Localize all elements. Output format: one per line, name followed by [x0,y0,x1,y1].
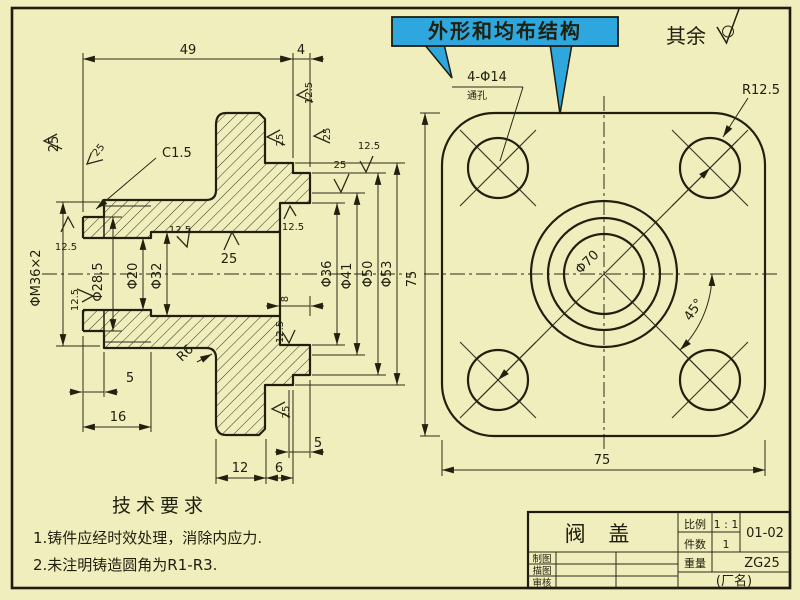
roughness-value: 25 [91,142,108,159]
holes-leader [499,86,524,162]
dim-d36: Φ36 [320,261,335,288]
callout: 外形和均布结构 [391,16,619,115]
roughness-icon [359,155,374,174]
roughness-value: 12.5 [70,289,81,311]
corner-radius-leader [722,97,749,138]
traced-label: 描图 [532,565,551,577]
title-block: 阀 盖 比例 1 : 1 件数 1 01-02 重量 ZG25 (厂名) 制图 … [526,510,792,590]
dim-d41: Φ41 [340,263,355,290]
surface-note: 其余 [666,8,740,48]
tech-req-item-1: 1.铸件应经时效处理，消除内应力. [33,529,262,547]
roughness-icon [176,227,191,249]
dim-d20: Φ20 [126,263,141,290]
bolt-circle-label: Φ70 [573,248,603,278]
flange-view [420,86,780,476]
tech-req-title: 技术要求 [112,495,208,517]
chamfer-leader [95,157,157,210]
roughness-value: 12.5 [358,141,380,152]
roughness-value: 12.5 [55,242,77,253]
dim-75-left: 75 [405,271,420,288]
roughness-value: 12.5 [304,82,315,104]
roughness-icon [60,215,75,233]
material-value: ZG25 [744,556,780,571]
checked-label: 审核 [532,577,552,589]
dim-49: 49 [180,43,197,58]
bore-lower-edge [83,308,280,318]
weight-label: 重量 [684,556,706,570]
callout-tail-left [422,43,453,79]
holes-sublabel: 通孔 [467,90,487,102]
scale-label: 比例 [684,517,706,531]
roughness-symbols [42,88,374,418]
drafted-label: 制图 [532,553,551,565]
diag-ext-2 [709,139,739,169]
fillet-leader [196,353,213,363]
roughness-icon [223,230,240,251]
dim-d53: Φ53 [380,261,395,288]
qty-label: 件数 [684,538,706,551]
section-extension-lines [56,53,405,484]
dim-6: 6 [275,461,283,476]
holes-label: 4-Φ14 [467,70,507,85]
angle-45-arc [679,273,716,351]
dim-75-bottom: 75 [594,453,611,468]
dim-d32: Φ32 [150,263,165,290]
section-dim-lines [59,55,401,482]
roughness-value: 25 [47,136,62,153]
roughness-value: 25 [275,134,286,147]
surface-note-label: 其余 [666,24,706,48]
roughness-value: 12.5 [282,222,304,233]
roughness-icon [312,129,331,144]
roughness-icon [333,173,350,194]
bore-upper-edge [83,230,280,240]
roughness-icon [42,133,63,150]
dim-d28-5: Φ28.5 [91,262,106,301]
dim-4: 4 [297,43,305,58]
dim-12: 12 [232,461,249,476]
tech-req-item-2: 2.未注明铸造圆角为R1-R3. [33,556,217,574]
dim-boss-5: 5 [314,436,322,451]
diag-ext-1 [469,379,499,409]
roughness-icon [270,401,291,418]
roughness-icon [283,204,297,220]
company-name: (厂名) [716,573,752,589]
part-outline [83,111,312,437]
roughness-icon [265,129,286,146]
roughness-value: 25 [334,160,347,171]
qty-value: 1 [723,538,730,551]
callout-box [391,16,619,47]
scale-value: 1 : 1 [714,518,739,531]
dim-thread-m36: ΦM36×2 [29,249,44,306]
dim-neck-5: 5 [126,371,134,386]
roughness-value: 25 [322,128,333,141]
callout-tail-right [549,43,573,115]
drawing-number: 01-02 [746,526,784,541]
roughness-value: 12.5 [275,321,286,343]
roughness-icon [85,152,104,165]
part-name: 阀 盖 [565,522,638,546]
flange-outline [440,111,767,438]
roughness-value: 25 [221,252,238,267]
angle-45-label: 45° [681,296,707,323]
roughness-value: 25 [281,406,292,419]
dim-d50: Φ50 [361,261,376,288]
roughness-icon [295,88,314,103]
roughness-icon [282,329,296,345]
dim-16: 16 [110,410,127,425]
drawing-border-frame [10,6,792,590]
roughness-icon [76,288,95,303]
corner-radius-label: R12.5 [742,83,780,98]
diag-45-line [603,273,743,413]
roughness-other-icon [716,8,740,45]
roughness-value: 12.5 [169,225,191,236]
dim-chamfer-c15: C1.5 [162,146,192,161]
callout-text: 外形和均布结构 [428,19,582,43]
dim-depth-8: 8 [280,296,291,302]
